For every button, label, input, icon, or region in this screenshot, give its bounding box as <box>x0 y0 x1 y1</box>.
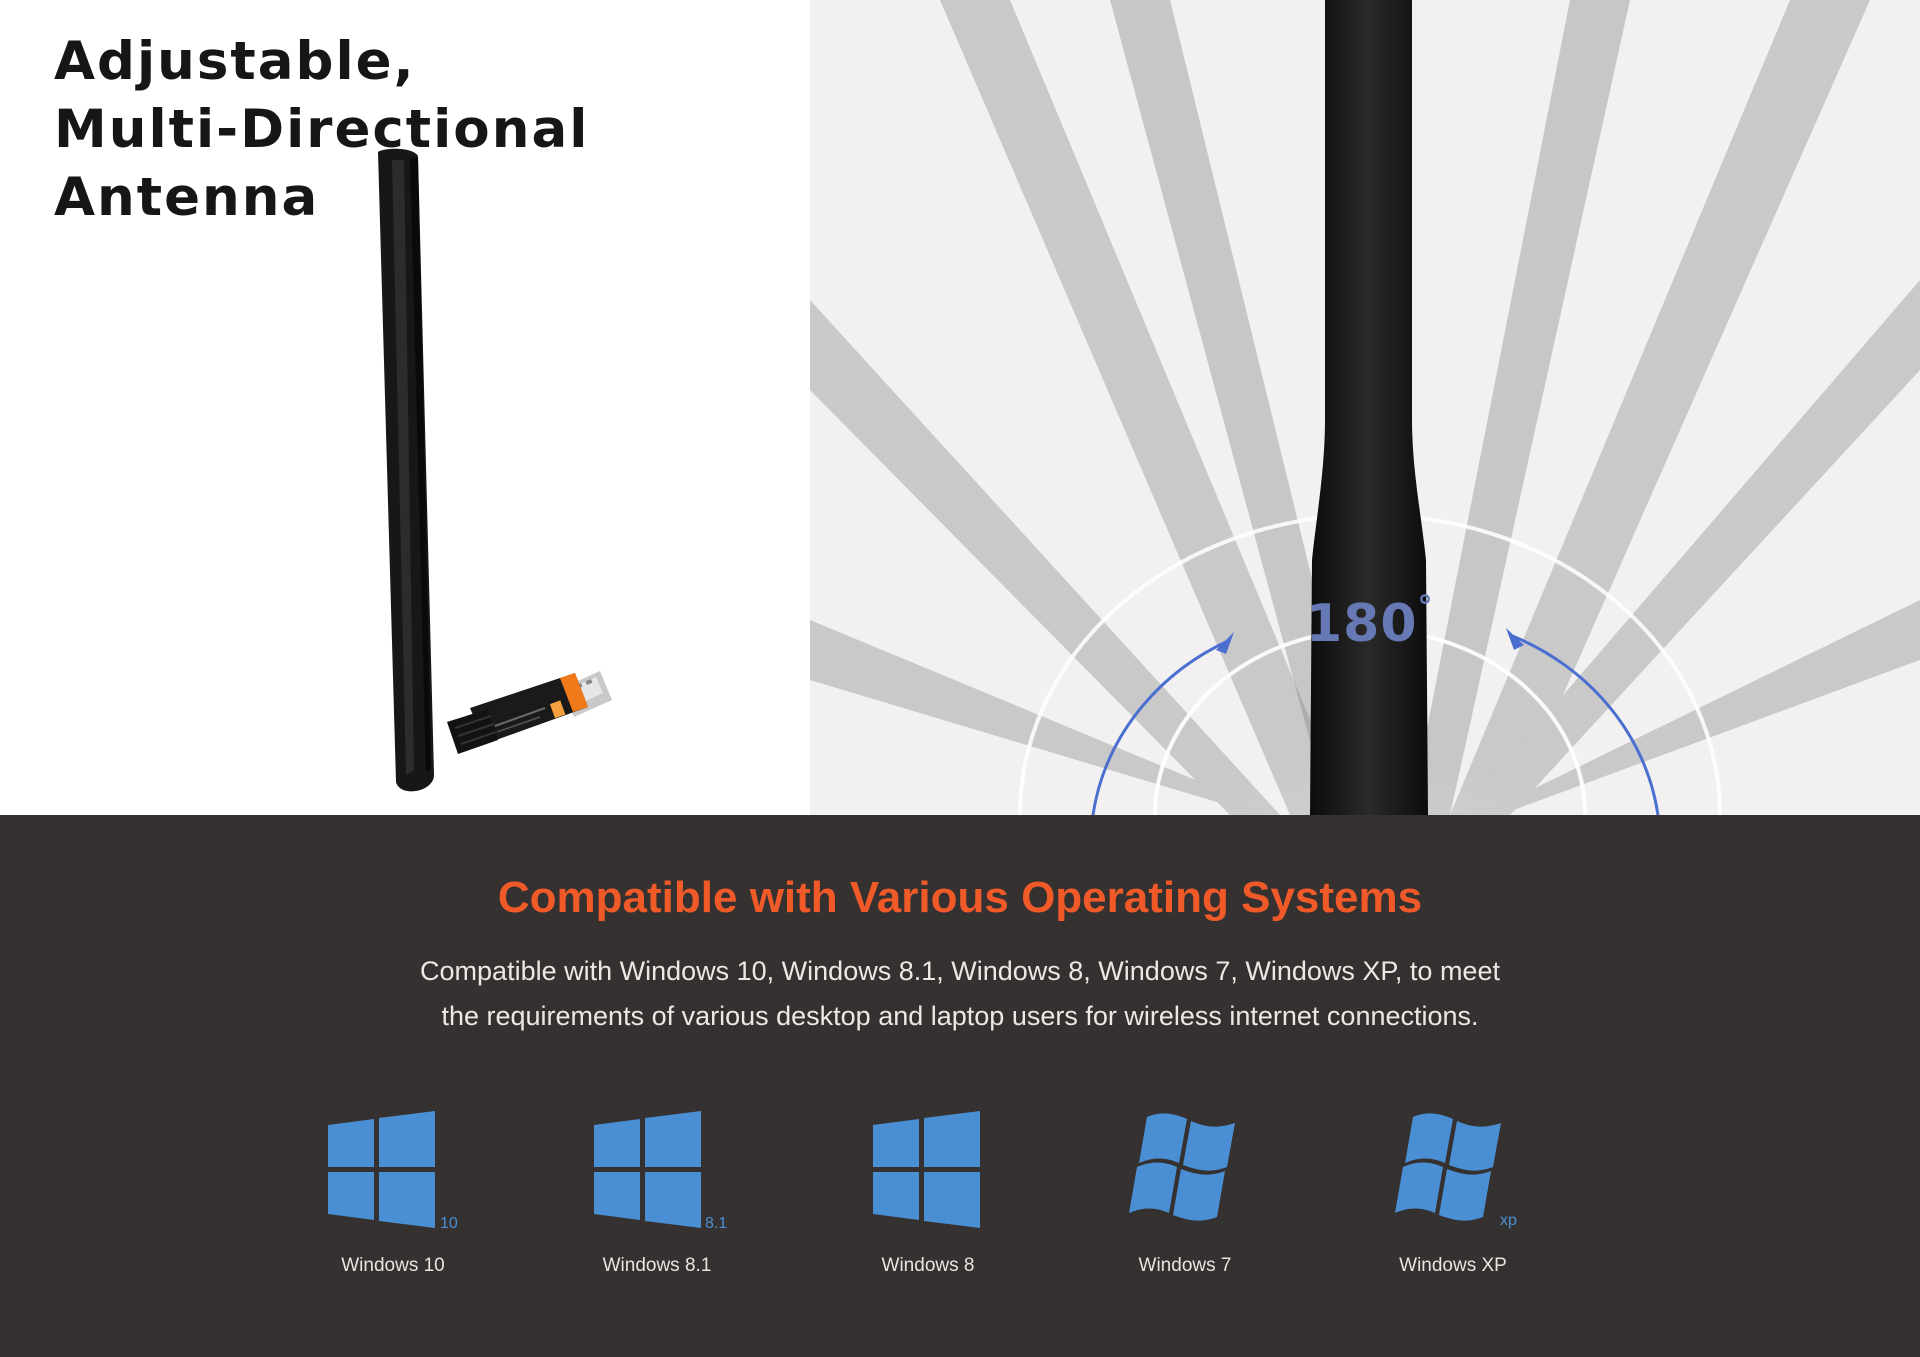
headline-line-1: Adjustable, <box>54 31 416 92</box>
usb-wifi-adapter-image <box>378 148 612 792</box>
windows-7-logo-icon <box>1129 1113 1235 1221</box>
rotation-angle-label: 180° <box>1306 590 1434 654</box>
description-line-1: Compatible with Windows 10, Windows 8.1,… <box>420 956 1500 986</box>
os-item-windows-10: 10 Windows 10 <box>283 1105 503 1305</box>
description-line-2: the requirements of various desktop and … <box>441 1001 1479 1031</box>
windows-8-logo-icon <box>873 1111 980 1228</box>
antenna-rod <box>378 148 434 792</box>
rotation-illustration: 180° <box>810 0 1920 815</box>
angle-unit: ° <box>1417 589 1434 625</box>
headline-line-2: Multi-Directional <box>54 99 590 160</box>
arrow-head-left <box>1216 632 1234 654</box>
main-antenna <box>1310 0 1428 815</box>
os-name-windows-10: Windows 10 <box>341 1255 445 1276</box>
os-item-windows-xp: xp Windows XP <box>1343 1105 1563 1305</box>
compatibility-description: Compatible with Windows 10, Windows 8.1,… <box>300 949 1620 1039</box>
os-item-windows-7: Windows 7 <box>1075 1105 1295 1305</box>
compatibility-section: Compatible with Various Operating System… <box>0 815 1920 1357</box>
arrow-head-right <box>1506 628 1524 650</box>
os-name-windows-xp: Windows XP <box>1399 1255 1507 1276</box>
windows-8-1-badge: 8.1 <box>705 1215 727 1232</box>
os-item-windows-8-1: 8.1 Windows 8.1 <box>547 1105 767 1305</box>
product-panel: Adjustable, Multi-Directional Antenna <box>0 0 810 815</box>
windows-xp-badge: xp <box>1500 1212 1517 1229</box>
os-name-windows-7: Windows 7 <box>1138 1255 1232 1276</box>
antenna-rotation-graphic <box>810 0 1920 815</box>
angle-value: 180 <box>1306 594 1418 654</box>
os-name-windows-8-1: Windows 8.1 <box>602 1255 712 1276</box>
windows-10-logo-icon: 10 <box>328 1111 458 1232</box>
os-name-windows-8: Windows 8 <box>881 1255 975 1276</box>
headline: Adjustable, Multi-Directional Antenna <box>54 28 589 232</box>
windows-xp-logo-icon: xp <box>1395 1113 1517 1229</box>
feature-banner: Adjustable, Multi-Directional Antenna <box>0 0 1920 815</box>
windows-10-badge: 10 <box>440 1215 458 1232</box>
adapter-body <box>470 673 588 744</box>
headline-line-3: Antenna <box>54 167 320 228</box>
rotation-arrows <box>1091 633 1660 815</box>
compatibility-title: Compatible with Various Operating System… <box>497 873 1423 922</box>
os-item-windows-8: Windows 8 <box>818 1105 1038 1305</box>
os-logo-list: 10 Windows 10 8.1 Windows 8.1 Windows <box>0 1105 1920 1325</box>
windows-8-1-logo-icon: 8.1 <box>594 1111 727 1232</box>
antenna-hinge <box>447 709 498 754</box>
